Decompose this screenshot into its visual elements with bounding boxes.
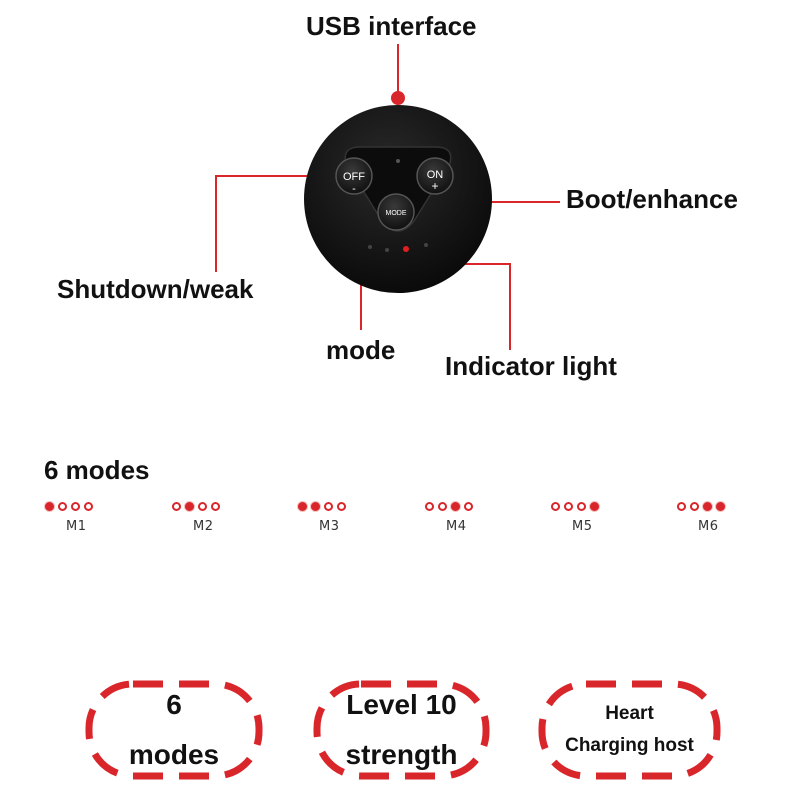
feature-pill: Level 10 strength xyxy=(313,680,490,780)
feature-pill: 6 modes xyxy=(85,680,263,780)
mode-dot xyxy=(451,502,460,511)
feature-line-2: Charging host xyxy=(565,735,694,756)
mode-dot xyxy=(198,502,207,511)
indicator-dots xyxy=(368,243,428,252)
mode-dot xyxy=(298,502,307,511)
mode-dot xyxy=(703,502,712,511)
mode-dot xyxy=(464,502,473,511)
indicator-light-label: Indicator light xyxy=(445,351,617,381)
mode-dot xyxy=(71,502,80,511)
modes-title: 6 modes xyxy=(44,455,150,485)
mode-dot-row xyxy=(45,502,135,511)
mode-dot xyxy=(58,502,67,511)
mode-dot xyxy=(45,502,54,511)
dashed-border xyxy=(313,680,490,780)
shutdown-weak-label: Shutdown/weak xyxy=(57,274,254,304)
off-button[interactable]: OFF - xyxy=(335,157,373,195)
mode-dot xyxy=(677,502,686,511)
mode-dot xyxy=(590,502,599,511)
svg-text:+: + xyxy=(431,179,438,193)
mode-name: M4 xyxy=(446,519,467,534)
dashed-border xyxy=(538,680,721,780)
mode-dot xyxy=(716,502,725,511)
mode-dot xyxy=(564,502,573,511)
mode-dot xyxy=(311,502,320,511)
mode-indicator-m3: M3 xyxy=(298,502,388,542)
mode-indicator-m2: M2 xyxy=(172,502,262,542)
svg-text:OFF: OFF xyxy=(343,171,365,183)
mode-dot-row xyxy=(551,502,641,511)
mode-dot xyxy=(337,502,346,511)
mode-indicator-m4: M4 xyxy=(425,502,515,542)
mode-indicator-m5: M5 xyxy=(551,502,641,542)
mode-dot xyxy=(438,502,447,511)
feature-line-1: Heart xyxy=(605,703,654,724)
svg-text:ON: ON xyxy=(427,169,444,181)
massager-device: OFF - ON + MODE xyxy=(304,105,492,293)
mode-name: M6 xyxy=(698,519,719,534)
on-button[interactable]: ON + xyxy=(416,157,454,195)
svg-text:MODE: MODE xyxy=(386,210,407,217)
feature-line-1: 6 xyxy=(166,689,182,720)
mode-indicator-m1: M1 xyxy=(45,502,135,542)
feature-line-2: modes xyxy=(128,739,220,770)
mode-name: M3 xyxy=(319,519,340,534)
feature-line-2: strength xyxy=(345,739,458,770)
mode-dot xyxy=(551,502,560,511)
mode-dot xyxy=(172,502,181,511)
usb-marker xyxy=(391,91,405,105)
mode-name: M5 xyxy=(572,519,593,534)
boot-enhance-label: Boot/enhance xyxy=(566,184,738,214)
mode-name: M2 xyxy=(193,519,214,534)
mode-dot xyxy=(690,502,699,511)
mode-dot xyxy=(425,502,434,511)
mode-dot-row xyxy=(298,502,388,511)
svg-text:-: - xyxy=(352,183,356,195)
mode-name: M1 xyxy=(66,519,87,534)
feature-line-1: Level 10 xyxy=(346,689,457,720)
mode-dot xyxy=(84,502,93,511)
mode-indicator-m6: M6 xyxy=(677,502,767,542)
dashed-border xyxy=(85,680,263,780)
mode-dot-row xyxy=(425,502,515,511)
mode-dot-row xyxy=(677,502,767,511)
usb-interface-label: USB interface xyxy=(306,11,477,41)
mode-dot xyxy=(185,502,194,511)
mode-button[interactable]: MODE xyxy=(377,193,415,231)
mode-dot xyxy=(324,502,333,511)
mode-dot xyxy=(577,502,586,511)
mode-dot xyxy=(211,502,220,511)
mode-dot-row xyxy=(172,502,262,511)
mode-label: mode xyxy=(326,335,396,365)
